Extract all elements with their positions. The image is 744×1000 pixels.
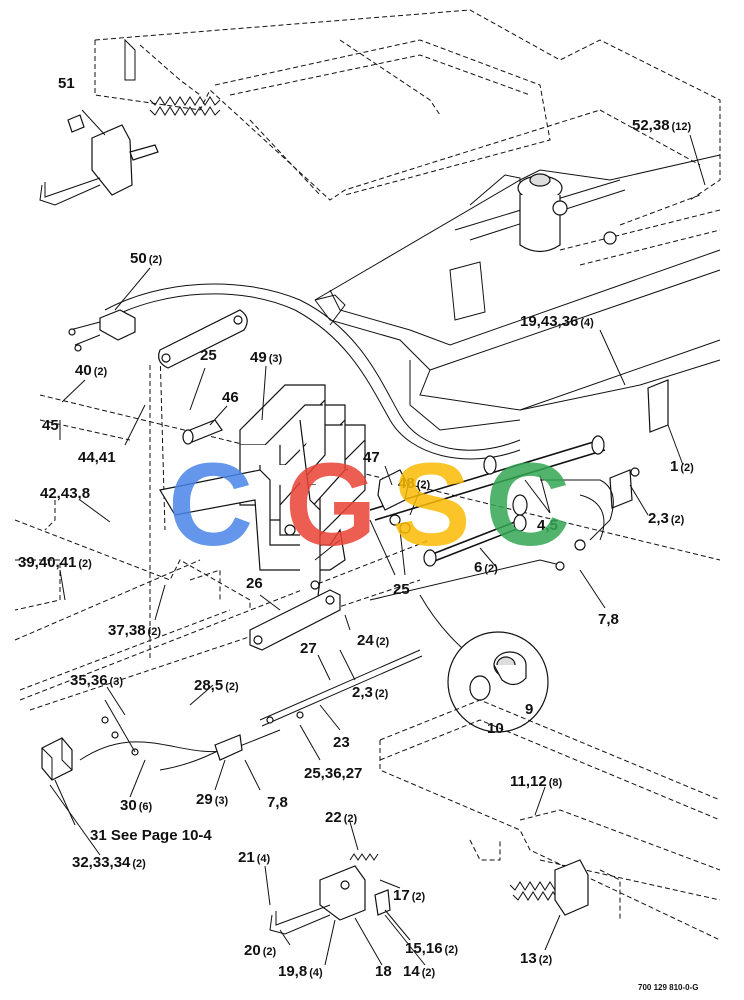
note-31: 31 See Page 10-4	[90, 827, 212, 844]
callout-23: 23	[333, 734, 350, 751]
callout-28-5: 28,5(2)	[194, 677, 239, 694]
callout-47: 47	[363, 449, 380, 466]
callout-25-36-27: 25,36,27	[304, 765, 362, 782]
callout-50: 50(2)	[130, 250, 162, 267]
callout-4-5: 4,5	[537, 517, 558, 534]
callout-22: 22(2)	[325, 809, 357, 826]
mounting-bracket	[159, 419, 346, 626]
callout-9: 9	[525, 701, 533, 718]
latch-13	[554, 859, 589, 916]
callout-48: 48(2)	[398, 475, 430, 492]
callout-46: 46	[222, 389, 239, 406]
lower-left-parts	[41, 699, 304, 781]
callout-27: 27	[300, 640, 317, 657]
latch-51	[39, 114, 159, 206]
callout-13: 13(2)	[520, 950, 552, 967]
watermark-letter-2: G	[285, 439, 377, 571]
lower-right-frame	[379, 699, 721, 941]
callout-42-43-8: 42,43,8	[40, 485, 90, 502]
callout-6: 6(2)	[474, 559, 498, 576]
callout-32-33-34: 32,33,34(2)	[72, 854, 146, 871]
valve-blocks-49	[239, 384, 366, 536]
bracket-50	[68, 309, 136, 352]
callout-17: 17(2)	[393, 887, 425, 904]
main-chassis	[314, 154, 721, 431]
clevis-47	[377, 469, 411, 534]
spring-22	[349, 853, 379, 861]
cable-right	[369, 479, 614, 601]
watermark-letter-4: C	[485, 439, 570, 571]
detail-view	[419, 594, 549, 733]
callout-19-8: 19,8(4)	[278, 963, 323, 980]
callout-2-3-a: 2,3(2)	[648, 510, 685, 527]
hydraulic-hose	[104, 283, 605, 541]
watermark-letter-3: S	[392, 439, 471, 571]
callout-37-38: 37,38(2)	[108, 622, 161, 639]
callout-19-43-36: 19,43,36(4)	[520, 313, 594, 330]
callout-40: 40(2)	[75, 362, 107, 379]
leader-lines	[49, 109, 706, 966]
bracket-1	[609, 379, 669, 509]
callout-24: 24(2)	[357, 632, 389, 649]
callout-11-12: 11,12(8)	[510, 773, 562, 790]
callout-52-38: 52,38(12)	[632, 117, 691, 134]
latch-18	[269, 865, 391, 935]
callout-7-8-a: 7,8	[598, 611, 619, 628]
callout-44-41: 44,41	[78, 449, 116, 466]
callout-7-8-b: 7,8	[267, 794, 288, 811]
callout-2-3-b: 2,3(2)	[352, 684, 389, 701]
callout-25-b: 25	[393, 581, 410, 598]
drawing-reference: 700 129 810-0-G	[638, 983, 699, 992]
hydraulic-cylinder	[517, 173, 617, 253]
upper-frame	[94, 9, 721, 201]
callout-1: 1(2)	[670, 458, 694, 475]
spring-top	[149, 96, 221, 116]
callout-15-16: 15,16(2)	[405, 940, 458, 957]
callout-25-a: 25	[200, 347, 217, 364]
callout-21: 21(4)	[238, 849, 270, 866]
watermark: C G S C	[168, 439, 570, 571]
callout-35-36: 35,36(3)	[70, 672, 123, 689]
control-rod	[79, 649, 423, 771]
callout-29: 29(3)	[196, 791, 228, 808]
lower-left-frame	[14, 500, 251, 691]
callout-18: 18	[375, 963, 392, 980]
link-bar	[158, 309, 248, 369]
callout-10: 10	[487, 720, 504, 737]
callout-39-40-41: 39,40,41(2)	[18, 554, 92, 571]
callout-labels: 51 52,38(12) 50(2) 19,43,36(4) 25 49(3) …	[18, 75, 699, 992]
callout-45: 45	[42, 417, 59, 434]
callout-14: 14(2)	[403, 963, 435, 980]
callout-49: 49(3)	[250, 349, 282, 366]
callout-30: 30(6)	[120, 797, 152, 814]
callout-20: 20(2)	[244, 942, 276, 959]
rods	[369, 435, 606, 567]
callout-26: 26	[246, 575, 263, 592]
watermark-letter-1: C	[168, 439, 253, 571]
assembly-guides	[19, 349, 721, 711]
bracket-26	[249, 589, 341, 651]
callout-51: 51	[58, 75, 75, 92]
pin-46	[182, 419, 223, 445]
